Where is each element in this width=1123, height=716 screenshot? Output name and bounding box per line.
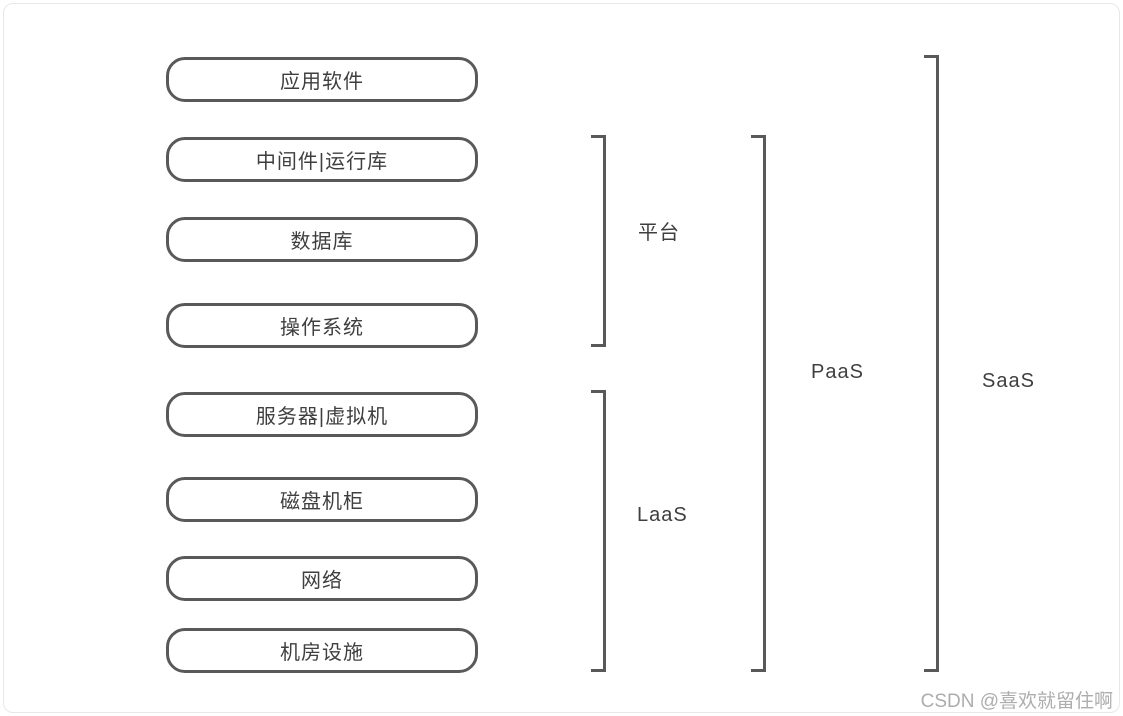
layer-box-middleware-runtime: 中间件|运行库 [166,137,478,182]
csdn-watermark: CSDN @喜欢就留住啊 [920,691,1113,712]
bracket-paas [751,135,766,672]
bracket-label-platform: 平台 [638,222,680,244]
layer-box-label: 机房设施 [280,642,364,664]
layer-box-label: 网络 [301,570,343,592]
bracket-label-paas: PaaS [811,361,864,383]
layer-box-label: 操作系统 [280,317,364,339]
layer-box-application-software: 应用软件 [166,57,478,102]
layer-box-operating-system: 操作系统 [166,303,478,348]
bracket-saas [924,55,939,672]
layer-box-label: 中间件|运行库 [255,151,389,173]
layer-box-database: 数据库 [166,217,478,262]
bracket-label-laas: LaaS [637,504,688,526]
page-border-frame [3,3,1120,713]
bracket-laas [591,390,606,672]
layer-box-label: 数据库 [290,231,354,253]
layer-box-label: 磁盘机柜 [280,491,364,513]
bracket-label-saas: SaaS [982,370,1035,392]
layer-box-label: 应用软件 [280,71,364,93]
layer-box-network: 网络 [166,556,478,601]
bracket-platform [591,135,606,347]
layer-box-label: 服务器|虚拟机 [255,406,389,428]
layer-box-datacenter-facility: 机房设施 [166,628,478,673]
layer-box-disk-cabinet: 磁盘机柜 [166,477,478,522]
layer-box-server-vm: 服务器|虚拟机 [166,392,478,437]
